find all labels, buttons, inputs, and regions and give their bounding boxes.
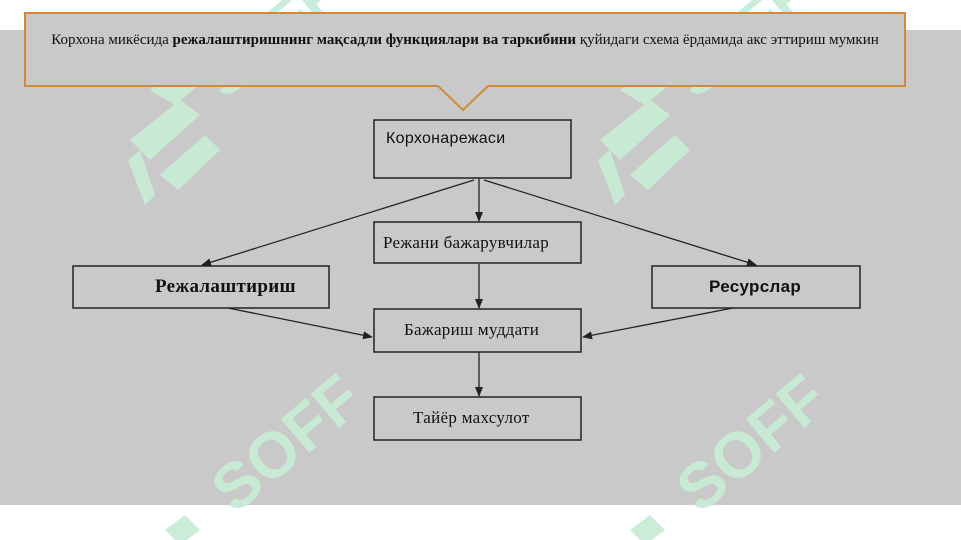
node-plan-box [373, 119, 572, 179]
edge-plan-resources [483, 179, 757, 267]
callout-text-bold: режалаштиришнинг мақсадли функциялари ва… [172, 32, 577, 48]
node-product-label: Тайёр махсулот [413, 408, 530, 427]
node-deadline-label: Бажариш муддати [404, 320, 540, 339]
node-executors-box [373, 221, 582, 264]
edge-plan-planning [201, 179, 475, 267]
edge-planning-deadline [227, 307, 373, 340]
callout-text: Корхона микёсида режалаштиришнинг мақсад… [30, 30, 900, 51]
node-product-box [373, 396, 582, 441]
callout-text-after: қуйидаги схема ёрдамида акс эттириш мумк… [576, 32, 879, 48]
node-resources-label: Ресурслар [709, 277, 802, 296]
node-planning-label: Режалаштириш [155, 276, 296, 297]
edge-resources-deadline [582, 307, 734, 340]
node-plan-label: Корхонарежаси [386, 130, 506, 147]
callout-text-before: Корхона микёсида [51, 32, 173, 48]
node-deadline-box [373, 308, 582, 353]
callout-shape [24, 12, 906, 112]
node-executors-label: Режани бажарувчилар [383, 233, 550, 252]
node-planning-box [72, 265, 330, 309]
